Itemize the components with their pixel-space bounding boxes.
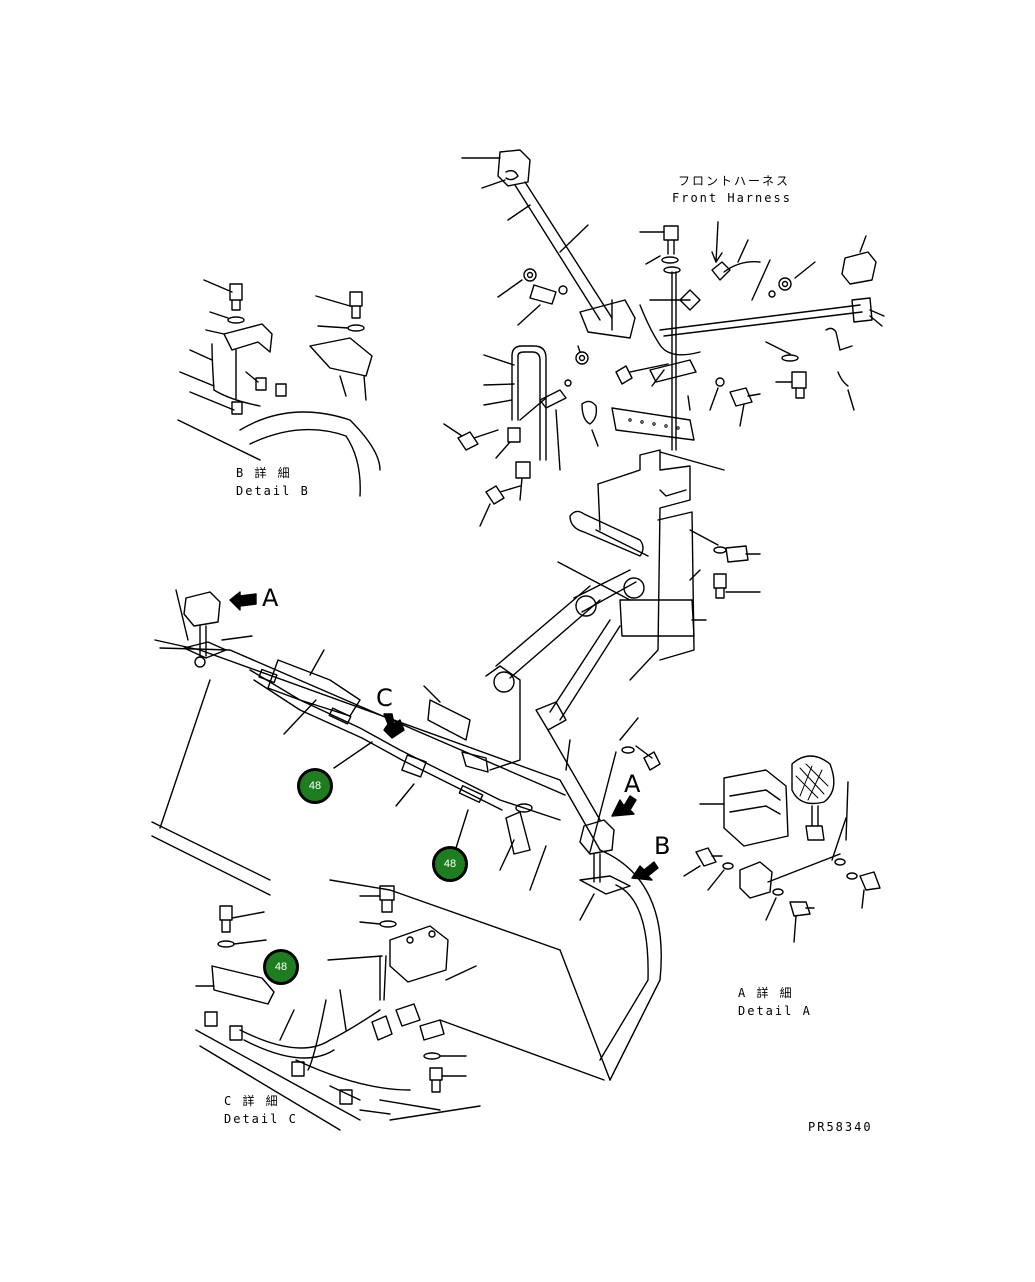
view-arrow-b <box>631 861 659 881</box>
detail-b-label-jp: B 詳 細 <box>236 466 292 480</box>
view-arrows <box>229 591 659 881</box>
blade <box>151 589 662 1081</box>
view-arrow-c <box>383 713 405 739</box>
callout-badge[interactable]: 48 <box>297 768 333 804</box>
detail-b-label-en: Detail B <box>236 484 310 498</box>
front-harness-label-jp: フロントハーネス <box>678 174 791 188</box>
main-frame <box>485 449 761 853</box>
view-label-a-right: A <box>624 770 641 798</box>
detail-c-label-en: Detail C <box>224 1112 298 1126</box>
callout-badge[interactable]: 48 <box>263 949 299 985</box>
view-arrow-a-right <box>611 795 637 817</box>
front-harness-label-en: Front Harness <box>672 191 792 205</box>
detail-a-label-en: Detail A <box>738 1004 812 1018</box>
view-arrow-a-left <box>229 591 257 611</box>
detail-c-label-jp: C 詳 細 <box>224 1094 280 1108</box>
detail-a-view <box>683 755 881 943</box>
callout-badge[interactable]: 48 <box>432 846 468 882</box>
view-label-a-left: A <box>262 584 279 612</box>
detail-a-label-jp: A 詳 細 <box>738 986 794 1000</box>
top-harness-assembly <box>443 149 885 527</box>
drawing-number: PR58340 <box>808 1120 873 1134</box>
detail-b-view <box>177 279 381 497</box>
view-label-c: C <box>376 684 393 712</box>
detail-c-view <box>195 885 481 1131</box>
view-label-b: B <box>654 832 671 860</box>
